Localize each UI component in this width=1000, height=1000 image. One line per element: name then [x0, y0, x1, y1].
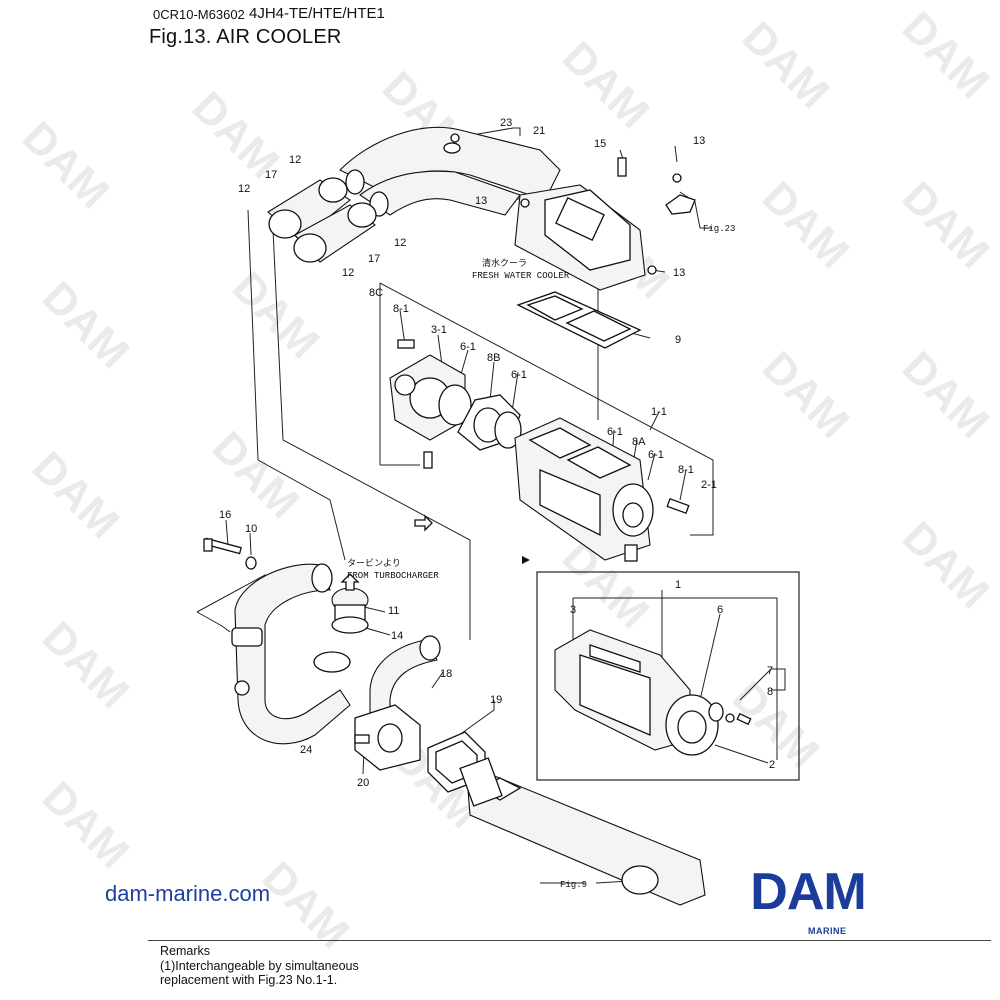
part-label-12: 12 — [238, 183, 250, 195]
part-label-1: 1 — [675, 579, 681, 591]
part-label-12: 12 — [394, 237, 406, 249]
part-label-8: 8 — [767, 686, 773, 698]
watermark: DAM — [893, 512, 999, 618]
part-number-labels: 23 21 15 13 13 13 12 12 12 12 17 17 8C 8… — [219, 117, 775, 789]
mounting-bracket — [665, 173, 696, 215]
part-label-1-1: 1-1 — [651, 406, 667, 418]
part-label-9: 9 — [675, 334, 681, 346]
lower-elbow-pipe — [231, 563, 351, 745]
remarks-line: (1)Interchangeable by simultaneous — [160, 958, 359, 973]
air-cooler-body — [514, 417, 690, 562]
part-label-21: 21 — [533, 125, 545, 137]
part-label-14: 14 — [391, 630, 403, 642]
part-label-18: 18 — [440, 668, 452, 680]
gasket-top — [516, 291, 642, 349]
from-turbocharger-label: FROM TURBOCHARGER — [347, 571, 439, 581]
part-label-24: 24 — [300, 744, 312, 756]
arrow-markers — [414, 514, 530, 564]
watermark: DAM — [13, 112, 119, 218]
intake-manifold — [459, 757, 706, 906]
part-label-15: 15 — [594, 138, 606, 150]
part-label-2: 2 — [769, 759, 775, 771]
dam-marine-logo: DAM MARINE — [718, 863, 898, 940]
watermark: DAM — [33, 272, 139, 378]
remarks-block: Remarks (1)Interchangeable by simultaneo… — [160, 944, 359, 988]
remarks-line: replacement with Fig.23 No.1-1. — [160, 973, 338, 987]
part-label-11: 11 — [388, 605, 399, 617]
part-label-3-1: 3-1 — [431, 324, 447, 336]
pipe-18 — [354, 635, 441, 771]
part-label-6-1: 6-1 — [607, 426, 623, 438]
part-label-17: 17 — [265, 169, 277, 181]
part-label-13: 13 — [673, 267, 685, 279]
part-label-6: 6 — [717, 604, 723, 616]
part-label-17: 17 — [368, 253, 380, 265]
part-label-19: 19 — [490, 694, 502, 706]
part-label-8b: 8B — [487, 352, 500, 364]
watermark: DAM — [33, 612, 139, 718]
remarks-title: Remarks — [160, 944, 211, 958]
engine-model: 4JH4-TE/HTE/HTE1 — [249, 5, 385, 22]
part-label-6-1: 6-1 — [511, 369, 527, 381]
document-code: 0CR10-M63602 — [153, 7, 245, 22]
part-label-8c: 8C — [369, 287, 383, 299]
part-label-12: 12 — [342, 267, 354, 279]
figure-title: Fig.13. AIR COOLER — [149, 26, 342, 48]
part-label-7: 7 — [767, 665, 773, 677]
watermark: DAM — [23, 442, 129, 548]
fresh-water-cooler — [514, 157, 657, 291]
part-label-13: 13 — [475, 195, 487, 207]
part-label-16: 16 — [219, 509, 231, 521]
arrow-icon — [522, 556, 530, 564]
part-label-23: 23 — [500, 117, 512, 129]
watermark: DAM — [893, 172, 999, 278]
watermark: DAM — [893, 2, 999, 108]
logo-subtitle: MARINE — [808, 926, 847, 936]
website-link[interactable]: dam-marine.com — [105, 881, 271, 906]
left-end-cover — [389, 339, 522, 469]
watermark: DAM — [893, 342, 999, 448]
part-label-3: 3 — [570, 604, 576, 616]
part-label-12: 12 — [289, 154, 301, 166]
inset-detail — [536, 571, 800, 781]
from-turbo-jp-label: タービンより — [347, 558, 401, 569]
part-label-8-1: 8-1 — [393, 303, 409, 315]
part-label-20: 20 — [357, 777, 369, 789]
watermark: DAM — [733, 12, 839, 118]
part-label-6-1: 6-1 — [648, 449, 664, 461]
footer-divider — [148, 940, 991, 941]
part-label-2-1: 2-1 — [701, 479, 717, 491]
watermark: DAM — [753, 342, 859, 448]
fig23-reference: Fig.23 — [703, 224, 735, 234]
fig9-reference: Fig.9 — [560, 880, 587, 890]
part-label-13: 13 — [693, 135, 705, 147]
inset-frame — [536, 571, 800, 781]
bolt-16 — [203, 537, 257, 570]
watermark: DAM — [753, 172, 859, 278]
part-label-6-1: 6-1 — [460, 341, 476, 353]
watermark: DAM — [553, 32, 659, 138]
logo-letters: DAM — [750, 863, 866, 921]
part-label-8-1: 8-1 — [678, 464, 694, 476]
part-label-10: 10 — [245, 523, 257, 535]
part-label-8a: 8A — [632, 436, 646, 448]
fresh-water-cooler-label: FRESH WATER COOLER — [472, 271, 570, 281]
watermark: DAM — [33, 772, 139, 878]
turbo-connector — [331, 573, 369, 634]
fresh-water-cooler-jp-label: 清水クーラ — [482, 257, 527, 269]
watermark: DAM — [723, 672, 829, 778]
hose-assembly — [267, 177, 377, 263]
